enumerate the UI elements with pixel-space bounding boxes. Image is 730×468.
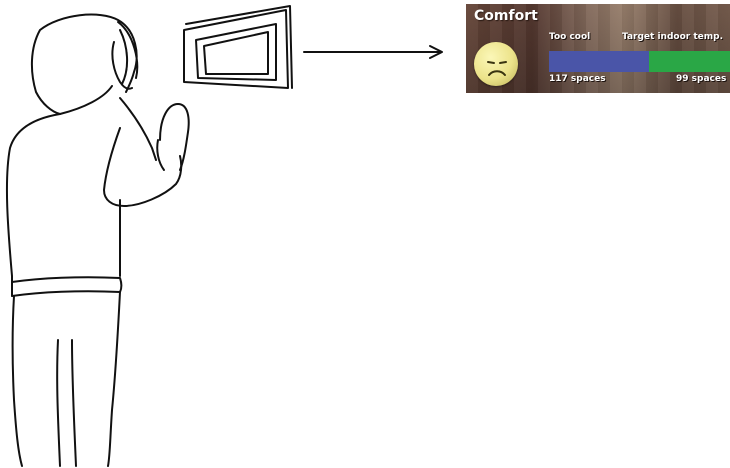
sad-face-icon	[474, 42, 518, 86]
person-sketch	[7, 15, 189, 466]
bar-left-label: Too cool	[549, 32, 590, 42]
bar-right-label: Target indoor temp.	[622, 32, 723, 42]
panel-title: Comfort	[474, 8, 538, 24]
left-count: 117 spaces	[549, 74, 606, 84]
window-sketch	[184, 6, 292, 88]
bar-too-cool	[549, 51, 649, 72]
comfort-panel: Comfort Too cool Target indoor temp. 117…	[466, 4, 730, 93]
bar-target-temp	[649, 51, 730, 72]
arrow	[304, 46, 442, 58]
right-count: 99 spaces	[676, 74, 726, 84]
